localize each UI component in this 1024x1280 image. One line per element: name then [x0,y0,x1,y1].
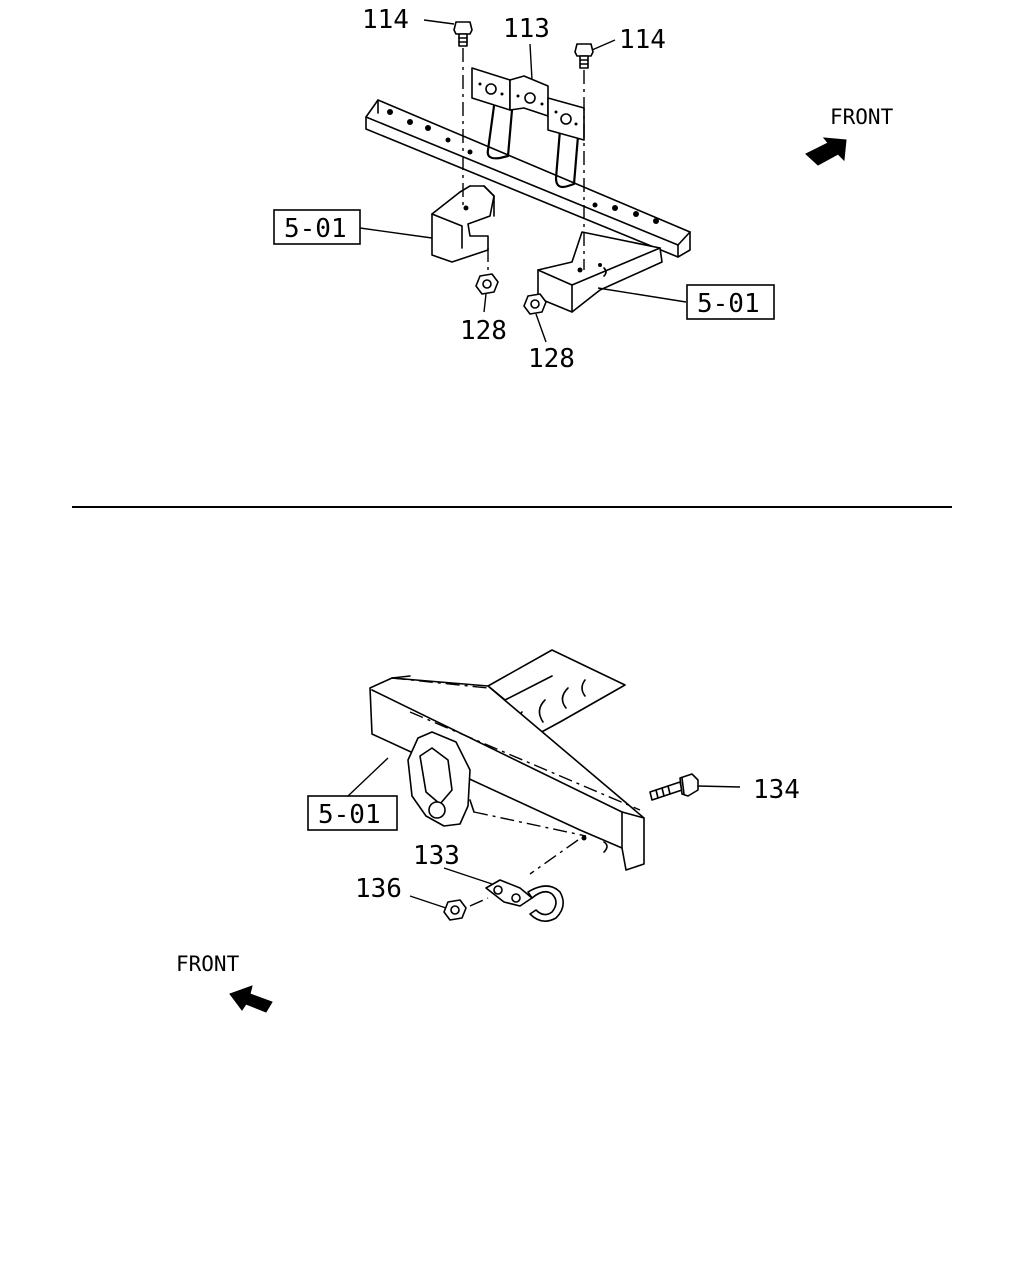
ref-frame-left: 5-01 [284,214,347,244]
ref-box-frame-right [686,284,775,320]
label-nut-left: 128 [460,316,507,346]
ref-frame: 5-01 [318,800,381,830]
frame-rail-right [537,231,663,313]
front-arrow-icon [805,137,847,166]
cross-member [365,99,691,258]
bolt-left [453,21,473,47]
bolt-right [574,43,594,69]
bracket [471,67,585,189]
nut [443,899,467,921]
ref-frame-right: 5-01 [697,289,760,319]
label-bolt-right: 114 [619,25,666,55]
label-nut: 136 [355,874,402,904]
ref-box-frame-left [273,209,361,245]
front-label-top: FRONT [830,105,894,129]
nut-left [475,273,499,295]
front-label-bottom: FRONT [176,952,240,976]
frame-rail [369,675,645,871]
label-bolt-left: 114 [362,5,409,35]
label-bolt: 134 [753,775,800,805]
nut-right [523,293,547,315]
label-hook: 133 [413,841,460,871]
ref-box-frame [307,795,398,831]
top-assembly: 114 113 114 128 128 5-01 5-01 FRONT [273,5,894,374]
frame-rail-left [431,185,495,263]
bottom-assembly: 134 133 136 5-01 FRONT [176,649,800,1013]
label-nut-right: 128 [528,344,575,374]
front-arrow-icon [229,985,273,1013]
label-bracket: 113 [503,14,550,44]
bolt [649,773,699,801]
frame-hook-bracket [407,731,475,827]
tow-hook [485,879,564,922]
